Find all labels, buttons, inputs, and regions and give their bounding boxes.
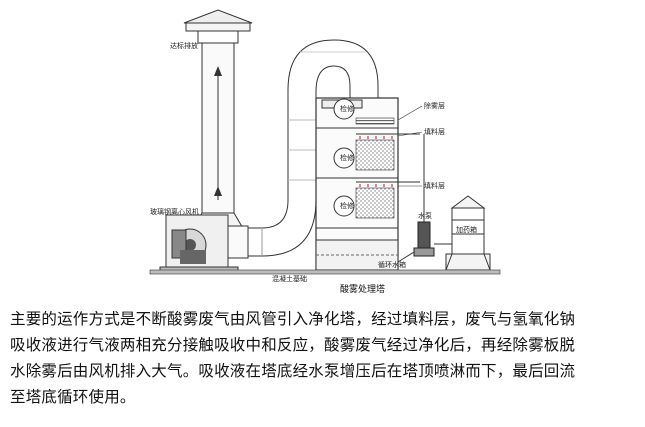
scrubber-tower [315, 97, 420, 271]
mist-eliminator-label: 除雾层 [424, 101, 445, 110]
diagram-caption: 酸雾处理塔 [340, 283, 385, 295]
inspection-upper-label: 检修 [340, 153, 354, 162]
description-text: 主要的运作方式是不断酸雾废气由风管引入净化塔，经过填料层，废气与氢氧化钠 吸收液… [10, 306, 635, 410]
exhaust-stack [183, 9, 253, 231]
description-line: 主要的运作方式是不断酸雾废气由风管引入净化塔，经过填料层，废气与氢氧化钠 [10, 310, 576, 328]
circulation-pump [397, 134, 435, 263]
inspection-lower-label: 检修 [340, 201, 354, 210]
pump-label: 水泵 [418, 211, 432, 220]
inspection-top-label: 检修 [340, 104, 354, 113]
dosing-tank [434, 195, 491, 271]
exhaust-stack-label: 达标排放 [170, 41, 198, 50]
tank-label: 加药箱 [456, 225, 477, 234]
packing-lower-label: 填料层 [424, 181, 445, 190]
foundation-slab [149, 269, 501, 275]
foundation-label: 混凝土基础 [272, 274, 307, 283]
description-line: 水除雾后由风机排入大气。吸收液在塔底经水泵增压后在塔顶喷淋而下，最后回流 [10, 362, 576, 380]
description-line: 至塔底循环使用。 [10, 388, 136, 406]
fan-label: 玻璃钢离心风机 [150, 207, 199, 216]
sump-label: 循环水箱 [378, 260, 406, 269]
packing-upper-label: 填料层 [424, 127, 445, 136]
description-line: 吸收液进行气液两相充分接触吸收中和反应，酸雾废气经过净化后，再经除雾板脱 [10, 336, 576, 354]
inlet-duct [248, 39, 379, 257]
acid-mist-tower-diagram: 达标排放 玻璃钢离心风机 [149, 9, 501, 295]
